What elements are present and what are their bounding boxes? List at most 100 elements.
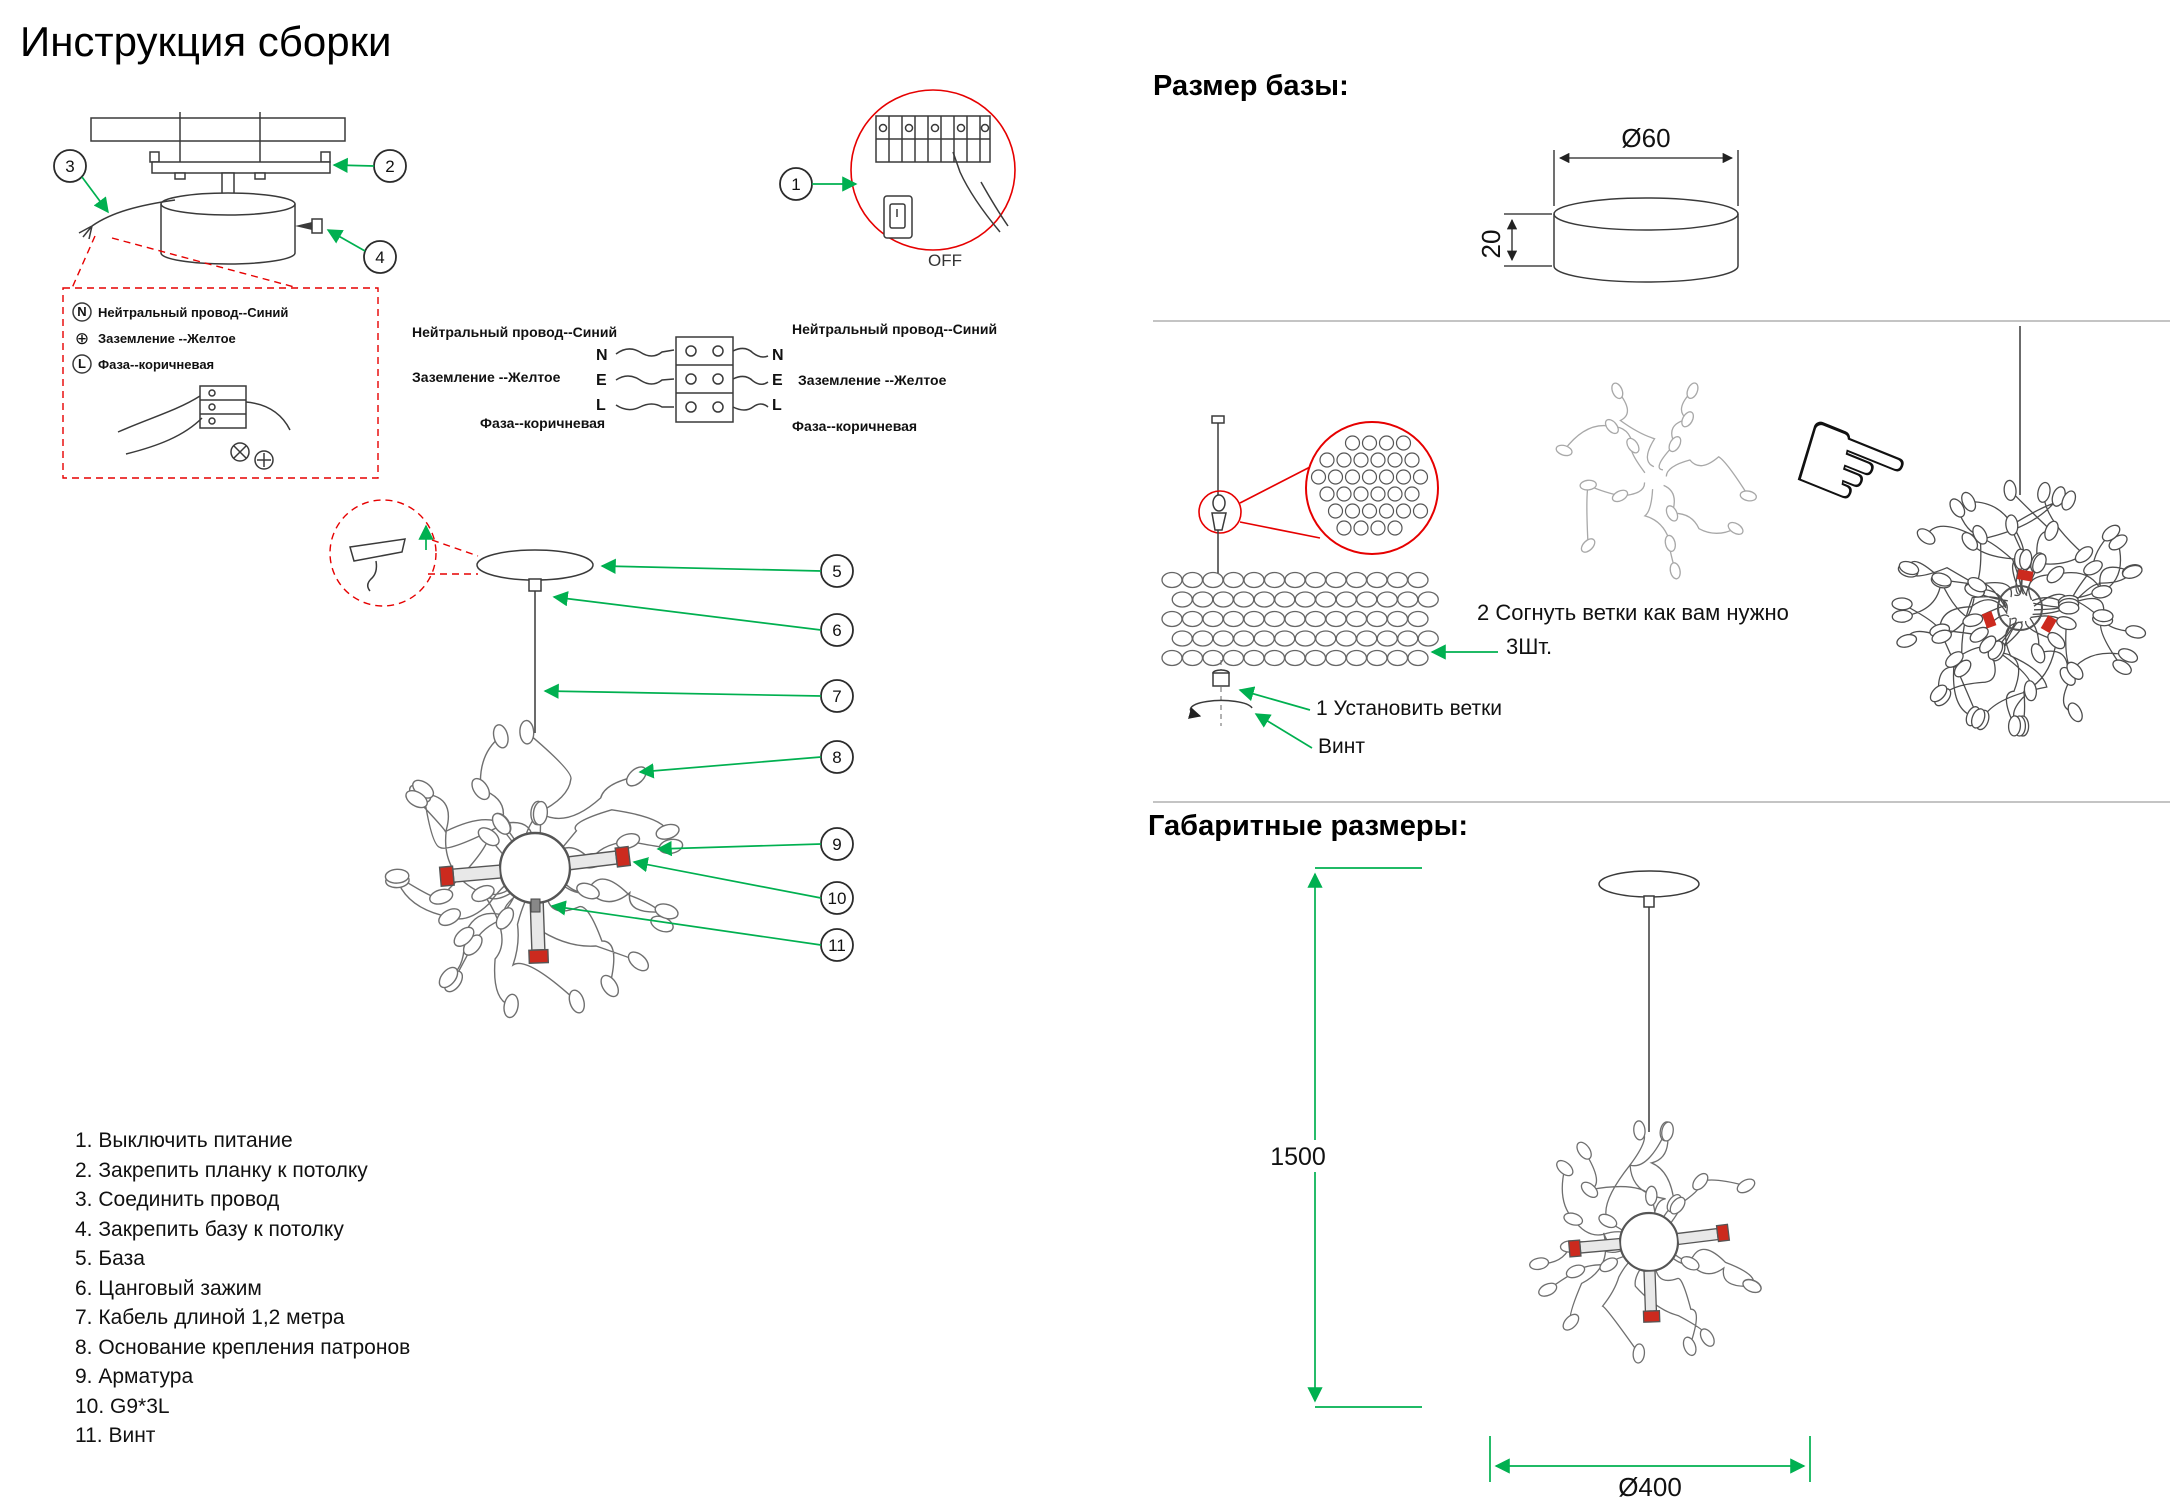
switch-box — [883, 195, 913, 239]
screw-part — [1212, 672, 1230, 687]
callout-4-leader — [326, 229, 366, 252]
pendant-canopy — [1598, 870, 1700, 898]
callout-8: 8 — [820, 740, 854, 774]
wire-line-left — [615, 403, 674, 411]
screw — [311, 218, 323, 234]
install-branches-leader — [1238, 686, 1311, 711]
ceiling-slab — [90, 117, 346, 142]
left-earth-label: Заземление --Желтое — [412, 369, 561, 385]
base-size-heading: Размер базы: — [1153, 70, 1349, 102]
terminal-l-left: L — [596, 397, 606, 414]
pendant-assembly-diagram — [329, 499, 684, 1019]
g9-socket-tip — [614, 845, 632, 868]
socket-mount-ring — [498, 831, 572, 905]
callout-6: 6 — [820, 613, 854, 647]
svg-text:5: 5 — [832, 562, 841, 581]
finger-sketch — [952, 151, 1001, 233]
assembled-chandelier-sketch — [1891, 479, 2147, 737]
zoom-circle — [850, 89, 1016, 251]
svg-text:11: 11 — [828, 936, 846, 955]
svg-text:2: 2 — [385, 157, 394, 176]
dense-ball-socket-tips — [1981, 569, 2057, 634]
svg-text:N: N — [77, 304, 86, 319]
callout-9: 9 — [820, 827, 854, 861]
bead-detail-pattern — [1310, 435, 1429, 536]
terminal-n-right: N — [772, 347, 784, 364]
svg-text:L: L — [78, 356, 86, 371]
g9-socket-tip — [438, 865, 455, 888]
zoom-leader — [71, 235, 96, 289]
parts-list-item: 4. Закрепить базу к потолку — [75, 1217, 344, 1241]
svg-text:8: 8 — [832, 748, 841, 767]
screw-leader — [1254, 713, 1313, 749]
terminal-wiring-diagram: Нейтральный провод--Синий Заземление --Ж… — [412, 321, 997, 434]
svg-text:10: 10 — [828, 889, 847, 908]
base-canopy — [160, 192, 296, 216]
supply-wire — [91, 199, 176, 227]
branch-bead-mat — [1161, 571, 1439, 667]
g9-socket-tip — [1567, 1239, 1582, 1258]
callout-10: 10 — [820, 881, 854, 915]
svg-text:6: 6 — [832, 621, 841, 640]
callout-9-leader — [656, 840, 822, 857]
pointing-hand-icon: ☞ — [1766, 373, 1935, 558]
bent-branch-sketch — [1555, 382, 1757, 580]
callout-10-leader — [632, 857, 822, 899]
wire-earth-left — [615, 375, 675, 385]
branch-quantity-label: 3Шт. — [1506, 634, 1553, 659]
overall-dimensions-section: 1500 Ø400 — [1252, 867, 1811, 1500]
callout-8-leader — [638, 756, 822, 779]
callout-7-leader — [543, 683, 822, 699]
callout-11: 11 — [820, 928, 854, 962]
right-neutral-label: Нейтральный провод--Синий — [792, 321, 997, 337]
collet — [1211, 512, 1227, 531]
parts-list-item: 1. Выключить питание — [75, 1129, 293, 1152]
overall-dimensions-heading: Габаритные размеры: — [1148, 810, 1469, 842]
socket-mount-ring — [1618, 1211, 1680, 1273]
branch-install-section: ☞ — [1161, 326, 2147, 749]
left-neutral-label: Нейтральный провод--Синий — [412, 324, 617, 340]
step-install-branches-label: 1 Установить ветки — [1316, 697, 1503, 720]
callout-11-leader — [550, 900, 822, 946]
parts-list-item: 9. Арматура — [75, 1365, 194, 1388]
parts-list-item: 2. Закрепить планку к потолку — [75, 1158, 368, 1182]
callout-3-leader — [81, 176, 109, 214]
wire-connection-sketch — [117, 385, 291, 470]
terminal-l-right: L — [772, 397, 782, 414]
svg-text:7: 7 — [832, 687, 841, 706]
terminal-e-right: E — [772, 372, 783, 389]
legend-earth-label: Заземление --Желтое — [98, 331, 236, 346]
legend-line-label: Фаза--коричневая — [98, 357, 214, 372]
g9-socket-tip — [1642, 1310, 1661, 1323]
base-height-value: 20 — [1476, 230, 1506, 259]
parts-list-item: 10. G9*3L — [75, 1394, 170, 1418]
terminal-n-left: N — [596, 347, 608, 364]
svg-text:9: 9 — [832, 835, 841, 854]
callout-3: 3 — [53, 149, 87, 183]
callout-5: 5 — [820, 554, 854, 588]
callout-2: 2 — [373, 149, 407, 183]
terminal-block — [675, 336, 734, 423]
legend-neutral-label: Нейтральный провод--Синий — [98, 305, 288, 320]
svg-text:3: 3 — [65, 157, 74, 176]
callout-2-leader — [332, 157, 375, 173]
overall-diameter-value: Ø400 — [1618, 1472, 1682, 1500]
collet-zoom-source — [1198, 490, 1242, 534]
callout-5-leader — [600, 558, 822, 574]
wire-neutral-left — [615, 348, 675, 357]
parts-list-item: 3. Соединить провод — [75, 1188, 280, 1211]
callout-7: 7 — [820, 679, 854, 713]
earth-symbol-icon: ⊕ — [75, 329, 89, 348]
canopy-zoom-circle — [329, 499, 437, 607]
parts-list-item: 5. База — [75, 1247, 145, 1270]
parts-list-item: 7. Кабель длиной 1,2 метра — [75, 1306, 345, 1329]
lamp-socket-arms — [438, 845, 632, 964]
callout-6-leader — [552, 591, 822, 631]
wire-line-right — [732, 403, 769, 411]
power-off-detail: OFF — [850, 89, 1016, 270]
step-bend-branches-label: 2 Согнуть ветки как вам нужно — [1477, 600, 1789, 625]
rotation-arrow — [1187, 699, 1253, 719]
neutral-symbol-icon — [72, 302, 92, 322]
parts-list: 1. Выключить питание 2. Закрепить планку… — [75, 1126, 410, 1451]
